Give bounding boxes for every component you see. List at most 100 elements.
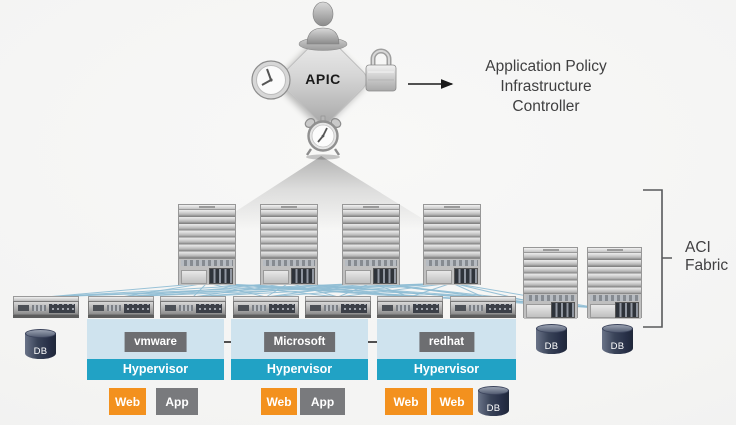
- leaf-display: [382, 305, 393, 311]
- leaf-switch-4: [233, 296, 299, 318]
- fan-tray: [615, 302, 639, 318]
- spine-switch-3: [342, 204, 400, 285]
- connector-row: [526, 295, 575, 301]
- lock-icon: [365, 48, 397, 92]
- chassis-cap: [179, 205, 235, 210]
- hypervisor-bar: Hypervisor: [87, 359, 224, 380]
- leaf-front: [233, 301, 299, 315]
- database-fabric-1: DB: [536, 324, 567, 357]
- leaf-front: [88, 301, 154, 315]
- leaf-ports: [341, 304, 367, 313]
- leaf-display: [455, 305, 466, 311]
- vendor-label-vmware: vmware: [124, 332, 187, 352]
- leaf-switch-7: [450, 296, 516, 318]
- leaf-vents: [179, 305, 193, 311]
- leaf-vents: [32, 305, 46, 311]
- workload-app-microsoft: App: [300, 388, 345, 415]
- leaf-base: [450, 315, 516, 318]
- leaf-switch-6: [377, 296, 443, 318]
- power-supply: [181, 270, 207, 284]
- apic-caption: Application Policy Infrastructure Contro…: [455, 57, 637, 117]
- leaf-ports: [196, 304, 222, 313]
- leaf-switch-3: [160, 296, 226, 318]
- leaf-base: [88, 315, 154, 318]
- apic-caption-line-3: Controller: [512, 98, 580, 115]
- hypervisor-group-microsoft: Microsoft Hypervisor: [231, 319, 368, 380]
- spine-switch-2: [260, 204, 318, 285]
- db-label: DB: [486, 403, 501, 414]
- connector-row: [345, 260, 397, 266]
- chassis-modules: [588, 293, 641, 319]
- connector-row: [181, 260, 233, 266]
- leaf-vents: [469, 305, 483, 311]
- alarm-clock-icon: [304, 115, 342, 160]
- leaf-base: [13, 315, 79, 318]
- workload-app-vmware: App: [156, 388, 198, 415]
- aci-fabric-line-1: ACI: [685, 239, 711, 256]
- chassis-cap: [588, 248, 641, 253]
- db-lid: [536, 324, 567, 333]
- fabric-switch-1: [523, 247, 578, 319]
- fan-tray: [209, 268, 233, 284]
- leaf-ports: [124, 304, 150, 313]
- leaf-front: [377, 301, 443, 315]
- chassis-linecards: [588, 253, 641, 293]
- hypervisor-group-vmware: vmware Hypervisor: [87, 319, 224, 380]
- vendor-label-redhat: redhat: [418, 332, 475, 352]
- spine-switch-1: [178, 204, 236, 285]
- chassis-modules: [424, 258, 480, 285]
- leaf-vents: [396, 305, 410, 311]
- database-left: DB: [25, 329, 56, 362]
- hypervisor-group-redhat: redhat Hypervisor: [377, 319, 516, 380]
- hypervisor-bar: Hypervisor: [377, 359, 516, 380]
- power-supply: [345, 270, 371, 284]
- db-lid: [602, 324, 633, 333]
- spotlight-cone: [207, 156, 441, 230]
- chassis-cap: [424, 205, 480, 210]
- spine-switch-4: [423, 204, 481, 285]
- connector-row: [263, 260, 315, 266]
- apic-caption-line-2: Infrastructure: [500, 78, 592, 95]
- database-fabric-2: DB: [602, 324, 633, 357]
- leaf-switch-2: [88, 296, 154, 318]
- clock-icon: [251, 60, 291, 100]
- fan-tray: [454, 268, 478, 284]
- leaf-front: [305, 301, 371, 315]
- leaf-base: [305, 315, 371, 318]
- chassis-modules: [524, 293, 577, 319]
- leaf-display: [165, 305, 176, 311]
- leaf-display: [310, 305, 321, 311]
- power-supply: [426, 270, 452, 284]
- chassis-cap: [524, 248, 577, 253]
- leaf-display: [18, 305, 29, 311]
- hypervisor-bar: Hypervisor: [231, 359, 368, 380]
- workload-web-vmware: Web: [109, 388, 146, 415]
- power-supply: [263, 270, 289, 284]
- leaf-ports: [269, 304, 295, 313]
- leaf-front: [160, 301, 226, 315]
- fan-tray: [551, 302, 575, 318]
- fabric-switch-2: [587, 247, 642, 319]
- db-label: DB: [610, 341, 625, 352]
- leaf-display: [238, 305, 249, 311]
- leaf-front: [13, 301, 79, 315]
- leaf-ports: [413, 304, 439, 313]
- aci-fabric-label: ACI Fabric: [685, 239, 728, 275]
- database-redhat: DB: [478, 386, 509, 419]
- power-supply: [590, 304, 616, 318]
- db-lid: [25, 329, 56, 338]
- chassis-linecards: [424, 210, 480, 258]
- person-icon: [298, 1, 348, 51]
- chassis-cap: [343, 205, 399, 210]
- apic-caption-line-1: Application Policy: [485, 58, 607, 75]
- leaf-ports: [49, 304, 75, 313]
- power-supply: [526, 304, 552, 318]
- leaf-ports: [486, 304, 512, 313]
- leaf-base: [160, 315, 226, 318]
- chassis-linecards: [179, 210, 235, 258]
- db-label: DB: [33, 346, 48, 357]
- chassis-linecards: [261, 210, 317, 258]
- fan-tray: [291, 268, 315, 284]
- leaf-switch-5: [305, 296, 371, 318]
